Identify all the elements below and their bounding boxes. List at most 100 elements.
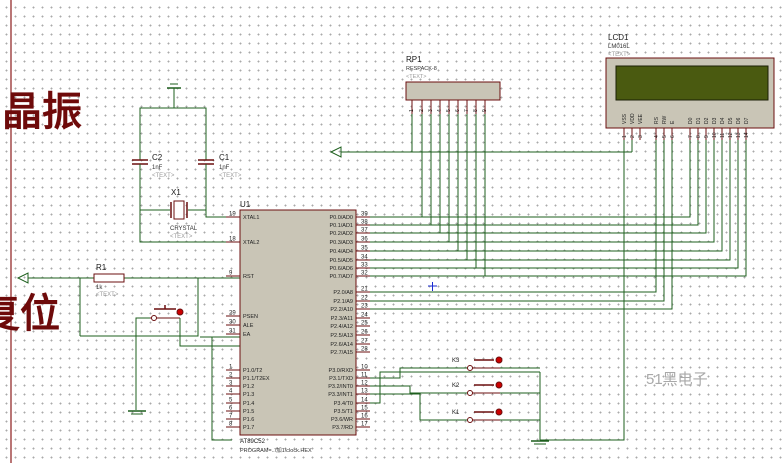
u1-pin-number: 38 [361, 220, 368, 226]
lcd1-pin-number: 4 [654, 135, 660, 138]
key-switch-k1[interactable] [467, 408, 503, 423]
u1-pin-name: EA [243, 332, 251, 338]
resistor-r1[interactable] [93, 273, 125, 283]
rp1-value: RESPACK-8 [406, 66, 437, 72]
u1-pin-name: P2.5/A13 [330, 333, 353, 339]
u1-pin-number: 21 [361, 287, 368, 293]
lcd1-pin-name: D2 [704, 117, 710, 124]
u1-pin-name: P1.6 [243, 417, 254, 423]
power-terminal-top [329, 146, 342, 158]
u1-pin-name: P3.7/RD [332, 425, 353, 431]
lcd1-pin-number: 13 [736, 132, 742, 138]
u1-pin-name: P2.3/A11 [331, 316, 353, 322]
u1-pin-name: P3.1/TXD [329, 376, 353, 382]
u1-pin-name: P0.3/AD3 [329, 240, 353, 246]
u1-pin-name: P1.3 [243, 392, 254, 398]
net-wire [370, 140, 747, 277]
rp1-pin-number: 7 [464, 109, 470, 112]
u1-pin-name: P0.2/AD2 [329, 231, 353, 237]
c1-ref: C1 [219, 153, 230, 162]
u1-pin-name: P3.0/RXD [329, 368, 353, 374]
lcd1-pin-name: VSS [622, 113, 628, 124]
u1-pin-number: 35 [361, 246, 368, 252]
capacitor-c2[interactable] [132, 159, 148, 165]
net-wire [370, 140, 707, 234]
lcd1-pin-name: VEE [638, 113, 644, 124]
u1-ref: U1 [240, 200, 251, 209]
lcd1-pin-number: 6 [670, 135, 676, 138]
c2-text: <TEXT> [152, 173, 175, 179]
u1-pin-number: 28 [361, 347, 368, 353]
u1-pin-name: P3.5/T1 [334, 409, 353, 415]
lcd1-pin-name: RS [654, 116, 660, 124]
u1-program: PROGRAM=..\加1\clock.HEX [240, 446, 312, 454]
rp1-pin-number: 6 [455, 109, 461, 112]
u1-pin-name: ALE [243, 323, 254, 329]
u1-pin-name: P3.6/WR [331, 417, 353, 423]
u1-pin-name: P3.2/INT0 [328, 384, 353, 390]
rp1-pin-number: 9 [482, 109, 488, 112]
key-switch-ref: K2 [452, 383, 460, 389]
capacitor-c1[interactable] [198, 159, 214, 165]
key-switch-ref: K1 [452, 410, 460, 416]
u1-pin-number: 15 [361, 406, 368, 412]
key-switch-k2[interactable] [467, 381, 503, 396]
u1-pin-name: RST [243, 274, 255, 280]
lcd-lm016l[interactable] [605, 57, 775, 129]
net-wire [370, 140, 731, 261]
crystal-x1[interactable] [170, 200, 188, 220]
x1-ref: X1 [171, 188, 181, 197]
x1-value: CRYSTAL [170, 226, 198, 232]
resistor-pack-rp1[interactable] [405, 81, 501, 101]
lcd1-pin-number: 8 [696, 135, 702, 138]
r1-ref: R1 [96, 263, 107, 272]
rp1-text: <TEXT> [406, 74, 426, 80]
lcd1-pin-number: 12 [728, 132, 734, 138]
lcd1-pin-number: 14 [744, 132, 750, 138]
rp1-pin-number: 1 [409, 109, 415, 112]
u1-pin-number: 39 [361, 212, 368, 218]
key-switch-k3[interactable] [467, 356, 503, 371]
reset-network: R1 1k <TEXT> [16, 263, 240, 415]
oscillator-network: C2 1nF <TEXT> C1 1nF <TEXT> X1 CRYSTAL <… [132, 83, 242, 243]
lcd1-pin-name: D6 [736, 117, 742, 124]
r1-text: <TEXT> [96, 292, 119, 298]
u1-pin-name: P0.1/AD1 [329, 223, 353, 229]
u1-pin-number: 1 [229, 365, 233, 371]
u1-pin-name: P3.4/T0 [334, 401, 353, 407]
u1-pin-number: 12 [361, 381, 368, 387]
c2-value: 1nF [152, 165, 163, 171]
u1-pin-number: 3 [229, 381, 233, 387]
u1-pin-number: 6 [229, 406, 233, 412]
watermark: 51黑电子 [646, 371, 708, 388]
reset-button[interactable] [150, 305, 184, 321]
lcd1-pin-number: 1 [622, 135, 628, 138]
u1-pin-name: P0.6/AD6 [329, 266, 353, 272]
lcd1-pin-number: 11 [720, 133, 726, 138]
lcd1-pin-number: 2 [630, 135, 636, 138]
u1-pin-name: P2.0/A8 [333, 290, 353, 296]
net-wire [370, 140, 723, 252]
u1-pin-number: 30 [229, 320, 236, 326]
u1-pin-name: P0.0/AD0 [329, 215, 353, 221]
lcd1-pin-name: D0 [688, 117, 694, 124]
u1-pin-number: 29 [229, 311, 236, 317]
lcd1-pin-number: 7 [688, 135, 694, 138]
reset-label: 复位 [0, 290, 60, 337]
u1-pin-number: 33 [361, 263, 368, 269]
lcd1-pin-number: 3 [638, 135, 644, 138]
u1-pin-name: P1.1/T2EX [243, 376, 270, 382]
rp1-pin-number: 8 [473, 109, 479, 112]
lcd1-pin-number: 9 [704, 135, 710, 138]
u1-pin-number: 19 [229, 212, 236, 218]
u1-pin-number: 17 [361, 422, 368, 428]
u1-pin-name: P1.4 [243, 401, 254, 407]
lcd1-pin-name: D1 [696, 117, 702, 124]
lcd1-pin-name: D3 [712, 117, 718, 124]
c1-value: 1nF [219, 165, 230, 171]
net-wire [370, 367, 468, 379]
c1-text: <TEXT> [219, 173, 242, 179]
mcu-u1[interactable] [239, 209, 357, 436]
u1-pin-number: 14 [361, 398, 368, 404]
u1-pin-name: P2.4/A12 [330, 324, 353, 330]
